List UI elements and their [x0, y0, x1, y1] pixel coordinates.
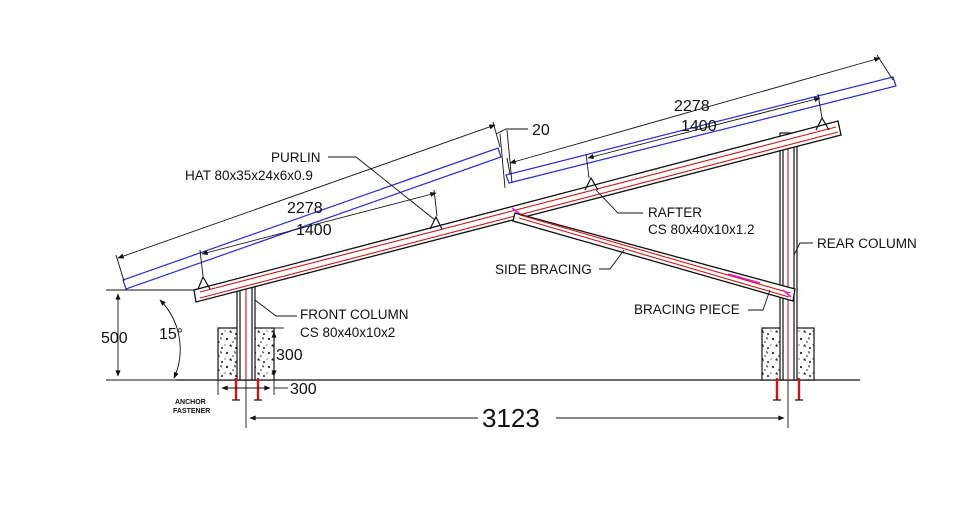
rear-column — [779, 132, 798, 381]
dim-footing-width-value: 300 — [290, 381, 317, 398]
rafter-label: RAFTER — [648, 205, 702, 220]
anchor-fasteners — [232, 378, 803, 401]
side-bracing — [512, 212, 796, 302]
side-bracing-leader — [599, 249, 625, 270]
front-column-label: FRONT COLUMN — [300, 307, 409, 322]
purlin-leader — [328, 156, 436, 221]
dim-tilt-angle-value: 15° — [159, 326, 183, 343]
rear-column-label: REAR COLUMN — [817, 236, 917, 251]
dim-footing-width — [217, 380, 288, 395]
dim-purlin-spacing-left — [199, 189, 438, 277]
tilt-angle-arc — [159, 299, 181, 379]
dim-purlin-spacing-right — [585, 93, 823, 179]
anchor-label-line1: ANCHOR — [175, 399, 206, 406]
dim-panel-length-right-value: 2278 — [674, 98, 710, 115]
front-column — [236, 279, 256, 381]
dim-purlin-spacing-right-value: 1400 — [681, 118, 717, 135]
dim-panel-gap-value: 20 — [532, 122, 550, 139]
dim-panel-length-left-value: 2278 — [287, 200, 323, 217]
front-column-spec: CS 80x40x10x2 — [300, 325, 395, 340]
anchor-label-line2: FASTENER — [173, 408, 210, 415]
dim-purlin-spacing-left-value: 1400 — [296, 222, 332, 239]
bracing-piece-leader — [748, 289, 771, 311]
dim-column-span-value: 3123 — [482, 403, 540, 433]
dim-column-span — [245, 380, 789, 428]
rear-column-leader — [793, 242, 813, 256]
dim-panel-length-left — [115, 121, 501, 282]
bracing-piece-label: BRACING PIECE — [634, 302, 740, 317]
purlin-spec: HAT 80x35x24x6x0.9 — [185, 168, 313, 183]
front-column-leader — [254, 299, 297, 317]
side-bracing-label: SIDE BRACING — [495, 262, 592, 277]
dim-front-height-value: 500 — [101, 330, 128, 347]
rafter-leader — [595, 189, 643, 214]
rafter-spec: CS 80x40x10x1.2 — [648, 222, 755, 237]
dim-front-height — [106, 289, 195, 381]
purlin-label: PURLIN — [271, 150, 321, 165]
dim-footing-height — [271, 327, 284, 381]
dim-footing-height-value: 300 — [276, 347, 303, 364]
dim-panel-gap — [495, 128, 528, 189]
